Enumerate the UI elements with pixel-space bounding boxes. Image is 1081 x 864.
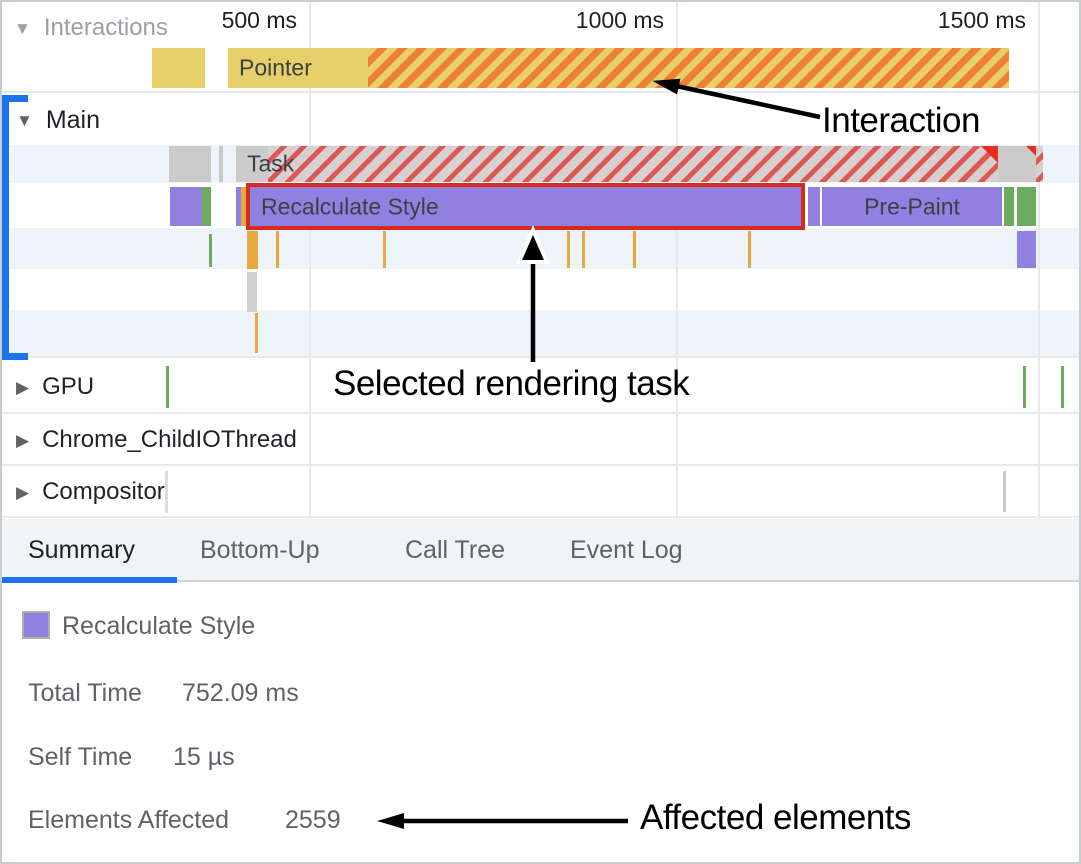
pointer-interaction-solid-label: Pointer — [239, 54, 312, 81]
summary-panel: Recalculate Style Total Time 752.09 ms S… — [0, 582, 1081, 864]
style-block-right[interactable] — [1017, 231, 1036, 268]
task-tail-hatch[interactable] — [1036, 146, 1043, 182]
event-color-swatch — [22, 611, 50, 639]
compositor-tick-2[interactable] — [1003, 471, 1006, 512]
recalculate-style-bar-label: Recalculate Style — [261, 193, 439, 219]
task-tail-hatch-hatch — [1036, 146, 1043, 182]
gpu-tick-3[interactable] — [1061, 366, 1064, 408]
track-divider — [0, 464, 1081, 466]
chevron-down-icon[interactable]: ▼ — [16, 111, 33, 130]
track-divider — [0, 91, 1081, 93]
pointer-interaction-solid[interactable]: Pointer — [228, 48, 368, 88]
bottom-panel-tabbar: Summary Bottom-Up Call Tree Event Log — [0, 519, 1081, 583]
script-tick-3[interactable] — [567, 231, 570, 268]
pointer-interaction-hatched[interactable] — [368, 48, 1009, 88]
active-tab-underline — [0, 577, 177, 583]
pre-paint-bar[interactable]: Pre-Paint — [822, 187, 1002, 226]
pre-paint-bar-label: Pre-Paint — [864, 193, 960, 219]
interactions-track-label: Interactions — [43, 14, 168, 41]
compositor-tick-1[interactable] — [165, 471, 168, 513]
interaction-annotation: Interaction — [822, 101, 980, 140]
track-divider — [0, 412, 1081, 414]
gpu-track-toggle[interactable]: ▶ GPU — [16, 373, 94, 401]
elements-affected-label: Elements Affected — [28, 806, 230, 834]
ruler-tick-label: 500 ms — [221, 7, 297, 33]
layout-tick[interactable] — [209, 234, 212, 267]
chevron-down-icon[interactable]: ▼ — [14, 18, 31, 38]
layout-bar-left[interactable] — [202, 187, 211, 226]
main-task-sliver[interactable] — [219, 146, 223, 182]
self-time-label: Self Time — [28, 743, 133, 771]
childio-track-toggle[interactable]: ▶ Chrome_ChildIOThread — [16, 426, 297, 454]
script-tick-6[interactable] — [748, 231, 751, 268]
total-time-label: Total Time — [28, 679, 142, 707]
compositor-track-toggle[interactable]: ▶ Compositor — [16, 478, 165, 506]
chevron-right-icon[interactable]: ▶ — [16, 430, 30, 450]
selected-track-bracket-top — [2, 95, 28, 102]
style-sliver-2[interactable] — [808, 187, 820, 226]
selected-task-annotation: Selected rendering task — [333, 364, 690, 403]
script-tick-5[interactable] — [633, 231, 636, 268]
ruler-gridline — [1038, 0, 1040, 519]
elements-affected-value: 2559 — [285, 806, 341, 834]
main-track-label: Main — [45, 106, 101, 134]
affected-elements-annotation: Affected elements — [640, 798, 912, 837]
style-bar-left[interactable] — [170, 187, 202, 226]
tabbar-divider — [0, 580, 1081, 582]
total-time-value: 752.09 ms — [182, 679, 299, 707]
recalculate-style-bar[interactable]: Recalculate Style — [246, 183, 805, 230]
row-stripe — [10, 228, 1081, 269]
childio-track-label: Chrome_ChildIOThread — [42, 426, 297, 453]
tab-bottom-up[interactable]: Bottom-Up — [200, 536, 320, 564]
chevron-right-icon[interactable]: ▶ — [16, 482, 30, 502]
gpu-tick-2[interactable] — [1023, 366, 1026, 408]
script-tick-7[interactable] — [255, 313, 258, 353]
task-bar-label: Task — [247, 150, 295, 177]
track-divider — [0, 356, 1081, 358]
style-sliver[interactable] — [236, 187, 241, 226]
flame-chart[interactable]: 500 ms 1000 ms 1500 ms ▼ Interactions ▼ Ma… — [0, 0, 1081, 519]
ruler-tick-label: 1000 ms — [575, 7, 664, 33]
interactions-track-toggle[interactable]: ▼ Interactions — [14, 14, 168, 42]
selected-track-bracket-bottom — [2, 353, 28, 360]
row-stripe — [10, 310, 1081, 356]
layout-bar-3[interactable] — [1017, 187, 1036, 226]
script-block[interactable] — [247, 231, 258, 269]
ruler-gridline — [676, 0, 678, 519]
task-bar-hatch — [268, 146, 998, 182]
gpu-tick-1[interactable] — [166, 366, 169, 408]
self-time-value: 15 µs — [173, 743, 235, 771]
tab-event-log[interactable]: Event Log — [570, 536, 683, 564]
compositor-track-label: Compositor — [42, 478, 165, 505]
tab-call-tree[interactable]: Call Tree — [405, 536, 506, 564]
script-tick-4[interactable] — [582, 231, 585, 268]
interaction-event-bar[interactable] — [152, 48, 205, 88]
script-tick-1[interactable] — [276, 231, 279, 268]
track-divider — [0, 516, 1081, 518]
pointer-interaction-hatched-hatch — [368, 48, 1009, 88]
chevron-right-icon[interactable]: ▶ — [16, 377, 30, 397]
tab-summary[interactable]: Summary — [28, 536, 135, 564]
main-task-block-1[interactable] — [169, 146, 211, 182]
summary-event-title: Recalculate Style — [62, 612, 256, 640]
layout-bar-2[interactable] — [1004, 187, 1014, 226]
ruler-tick-label: 1500 ms — [937, 7, 1026, 33]
script-sliver[interactable] — [241, 187, 247, 226]
task-bar[interactable]: Task — [236, 146, 998, 182]
script-tick-2[interactable] — [383, 231, 386, 268]
ruler-gridline — [309, 0, 311, 519]
main-track-toggle[interactable]: ▼ Main — [16, 106, 100, 135]
selected-track-bracket — [2, 95, 9, 360]
gpu-track-label: GPU — [42, 373, 95, 400]
system-block[interactable] — [247, 272, 257, 312]
